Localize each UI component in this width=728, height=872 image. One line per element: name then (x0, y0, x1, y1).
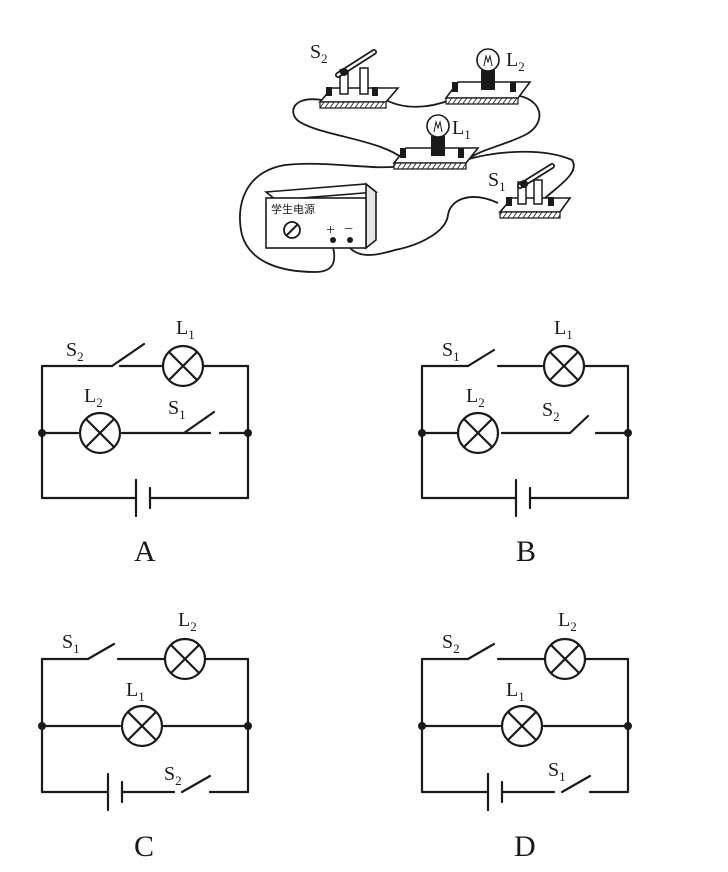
top-switch-label: S2 (66, 339, 84, 364)
top-switch-label: S1 (62, 631, 80, 656)
top-lamp-label: L2 (558, 609, 577, 634)
junction-dot (38, 722, 46, 730)
middle-switch-label: S2 (542, 399, 560, 424)
open-switch-middle (568, 414, 590, 435)
bottom-switch-label: S2 (164, 763, 182, 788)
open-switch-middle (182, 410, 216, 435)
switch-s2-object (318, 49, 400, 109)
top-switch-label: S2 (442, 631, 460, 656)
bottom-switch-label: S1 (548, 759, 566, 784)
l1-object-label: L1 (452, 117, 471, 142)
s1-object-label: S1 (488, 169, 506, 194)
positive-sign: + (326, 222, 335, 239)
switch-s1-object (498, 163, 572, 219)
open-switch-top (86, 642, 116, 661)
option-letter: C (134, 830, 154, 863)
lamp-symbol-top (163, 637, 207, 681)
top-lamp-label: L1 (176, 317, 195, 342)
open-switch-top (110, 342, 146, 368)
junction-dot (624, 429, 632, 437)
lamp-symbol-top (542, 344, 586, 388)
positive-terminal (330, 237, 336, 243)
option-letter: D (514, 830, 536, 863)
circuit-wires (420, 364, 630, 500)
lamp-symbol-top (161, 344, 205, 388)
junction-dot (244, 429, 252, 437)
middle-switch-label: S1 (168, 397, 186, 422)
middle-lamp-label: L2 (466, 385, 485, 410)
option-b-circuit[interactable]: S1 L1 L2 S2 B (418, 317, 632, 568)
option-c-circuit[interactable]: S1 L2 L1 S2 C (38, 609, 252, 863)
lamp-symbol-top (543, 637, 587, 681)
top-lamp-label: L1 (554, 317, 573, 342)
junction-dot (244, 722, 252, 730)
lamp-symbol-middle (78, 411, 122, 455)
power-supply-object: 学生电源 + − (263, 182, 379, 250)
top-switch-label: S1 (442, 339, 460, 364)
s2-object-label: S2 (310, 41, 328, 66)
battery-symbol (106, 772, 124, 812)
lamp-l1-object (392, 114, 480, 170)
lamp-symbol-middle (500, 704, 544, 748)
circuit-wires (40, 657, 250, 794)
battery-symbol (486, 772, 504, 812)
circuit-wires (40, 364, 250, 500)
option-letter: B (516, 535, 536, 568)
top-lamp-label: L2 (178, 609, 197, 634)
open-switch-bottom (180, 774, 212, 794)
junction-dot (418, 722, 426, 730)
negative-sign: − (344, 221, 353, 238)
negative-terminal (347, 237, 353, 243)
junction-dot (38, 429, 46, 437)
middle-lamp-label: L1 (126, 679, 145, 704)
option-letter: A (134, 535, 156, 568)
battery-symbol (514, 478, 532, 518)
lamp-l2-object (444, 48, 532, 105)
junction-dot (624, 722, 632, 730)
battery-symbol (134, 478, 152, 518)
middle-lamp-label: L1 (506, 679, 525, 704)
junction-dot (418, 429, 426, 437)
open-switch-bottom (560, 774, 592, 794)
lamp-symbol-middle (456, 411, 500, 455)
connecting-wires (239, 95, 575, 273)
apparatus-drawing: 学生电源 + − S2 L2 L1 S1 (239, 41, 575, 273)
option-a-circuit[interactable]: S2 L1 L2 S1 A (38, 317, 252, 568)
power-supply-label: 学生电源 (271, 202, 315, 216)
open-switch-top (466, 348, 496, 368)
open-switch-top (466, 642, 496, 661)
l2-object-label: L2 (506, 49, 525, 74)
option-d-circuit[interactable]: S2 L2 L1 S1 D (418, 609, 632, 863)
middle-lamp-label: L2 (84, 385, 103, 410)
lamp-symbol-middle (120, 704, 164, 748)
